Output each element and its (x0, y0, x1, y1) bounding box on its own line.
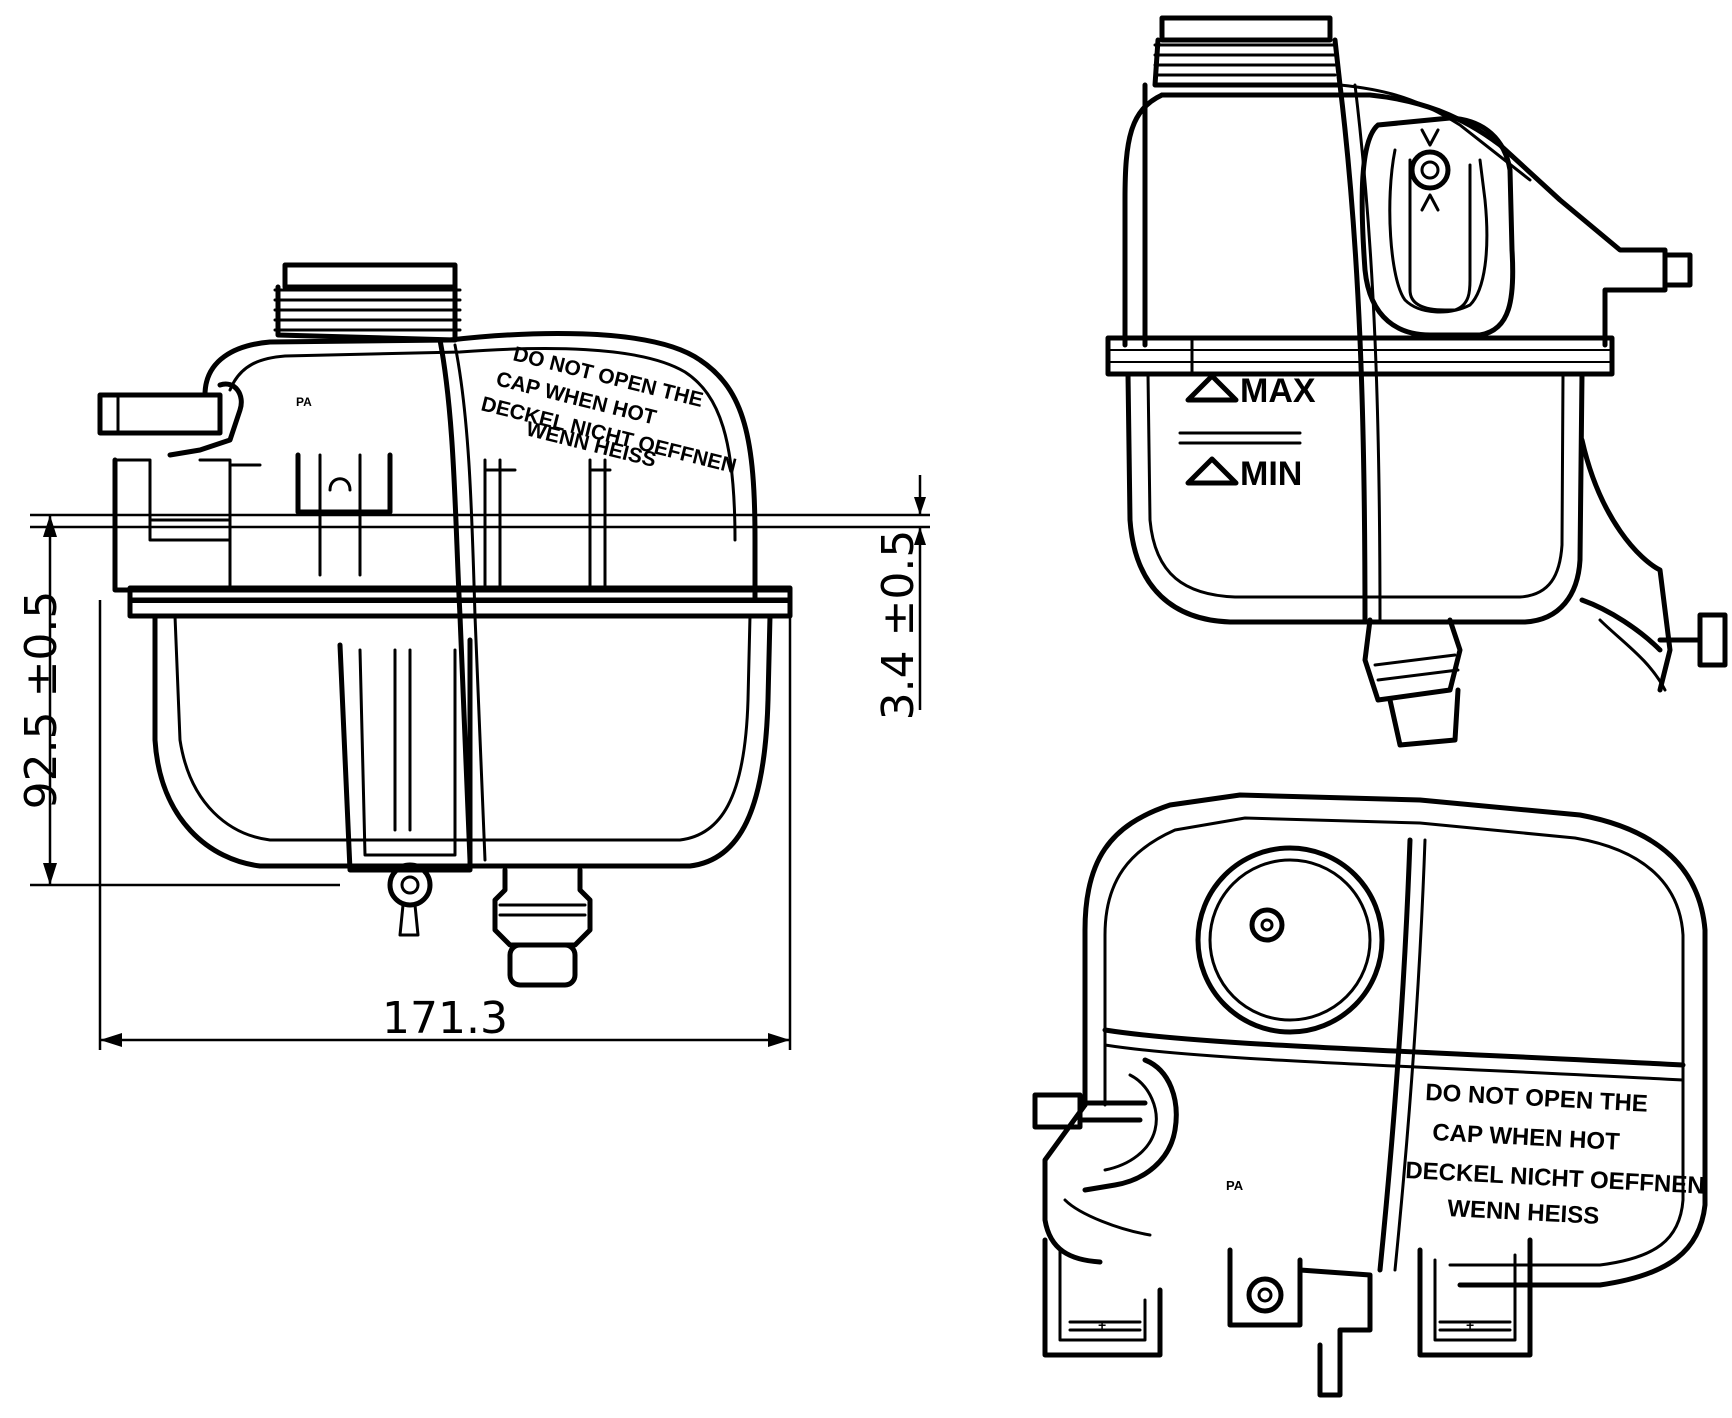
dimensions: 171.3 92.5 ±0.5 3.4 ±0.5 (16, 475, 930, 1050)
level-marks: MAX MIN (1178, 372, 1316, 493)
min-mark-triangle-icon (1185, 456, 1239, 486)
front-lower-tank (152, 613, 773, 869)
top-warning-label: DO NOT OPEN THE CAP WHEN HOT DECKEL NICH… (1405, 1079, 1706, 1230)
top-material-mark: PA (1226, 1178, 1244, 1193)
front-inlet-tube (97, 381, 244, 458)
height-dimension: 92.5 ±0.5 (16, 591, 67, 810)
front-warning-label: DO NOT OPEN THE CAP WHEN HOT DECKEL NICH… (479, 343, 739, 479)
front-upper-dome (202, 330, 758, 603)
top-warning-line-1: DO NOT OPEN THE (1425, 1079, 1649, 1118)
side-view: MAX MIN (1105, 15, 1728, 748)
front-outlet (492, 867, 593, 988)
front-material-mark: PA (296, 395, 312, 409)
top-plus-mark-right: + (1466, 1317, 1474, 1333)
width-dimension: 171.3 (382, 993, 508, 1044)
max-mark-label: MAX (1240, 372, 1316, 410)
top-inlet-tube (1032, 1057, 1179, 1193)
front-filler-neck (273, 262, 462, 343)
min-mark-label: MIN (1240, 455, 1302, 493)
top-warning-line-2: CAP WHEN HOT (1432, 1119, 1621, 1156)
max-mark-triangle-icon (1185, 373, 1239, 403)
top-view: + + DO NOT OPEN THE CAP WHEN HOT DECKEL … (1032, 792, 1708, 1398)
offset-dimension: 3.4 ±0.5 (873, 530, 924, 721)
top-plus-mark-left: + (1098, 1317, 1106, 1333)
side-outlet (1362, 617, 1463, 748)
top-filler-cap (1195, 845, 1385, 1035)
top-warning-line-4: WENN HEISS (1447, 1195, 1600, 1230)
top-warning-line-3: DECKEL NICHT OEFFNEN (1405, 1157, 1706, 1200)
front-bracket (337, 637, 473, 937)
front-view: DO NOT OPEN THE CAP WHEN HOT DECKEL NICH… (97, 262, 793, 988)
side-filler-neck (1152, 15, 1343, 88)
top-bottom-fixtures: + + (1042, 1237, 1533, 1398)
